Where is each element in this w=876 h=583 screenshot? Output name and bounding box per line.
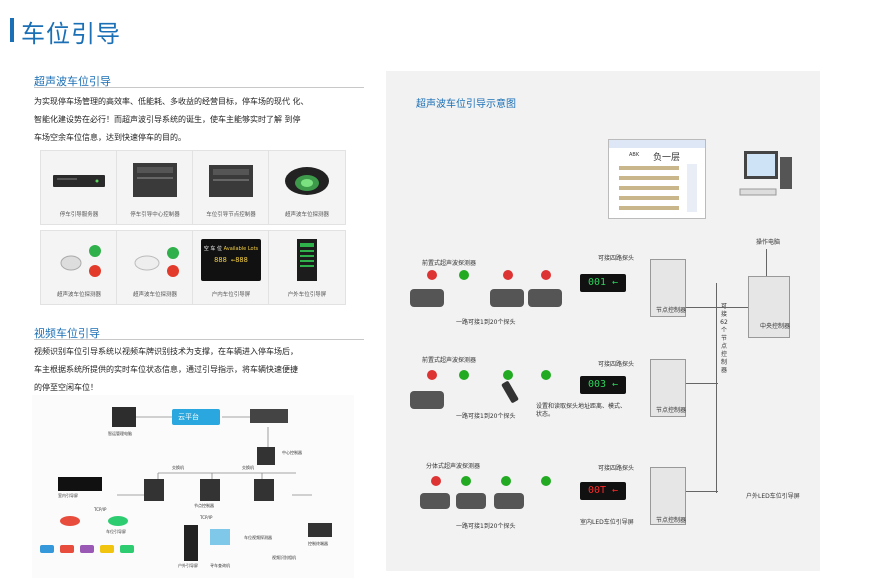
space-count-led: 001 ← [580,274,626,292]
product-grid: 停车引导服务器 停车引导中心控制器 车位引导节点控制器 超声波车位探测器 超声波… [40,150,346,306]
cloud-platform-label: 云平台 [178,413,199,421]
product-card[interactable]: 停车引导中心控制器 [116,150,194,225]
node-controller-box [650,359,686,417]
diagram-label: 交换机 [172,465,184,470]
diagram-label: 视频识别相机 [272,555,296,560]
detector-icon [277,159,337,201]
ultrasonic-divider [34,87,364,88]
diagram-label: TCP/IP [94,507,107,512]
node-controller-label: 节点控制器 [656,307,687,314]
monitor-header: ABK [629,152,640,158]
title-accent-bar [10,18,14,42]
line-capacity-label: 一路可接1到20个探头 [456,523,516,530]
detector-indicator-icon [49,239,109,281]
product-card[interactable]: 停车引导服务器 [40,150,118,225]
product-label: 户外车位引导屏 [287,292,327,298]
probe-label: 可接四路探头 [598,255,635,262]
monitor-screen: ABK 负一层 [608,139,706,219]
monitor-floor: 负一层 [653,153,681,163]
product-card[interactable]: 空 车 位 Available Lots 888 ←888 户内车位引导屏 [192,230,270,305]
detector-label: 分体式超声波探测器 [426,463,481,470]
diagram-label: 寻车查询机 [210,563,230,568]
schematic-title: 超声波车位引导示意图 [416,99,516,110]
row1-cars-detectors [410,270,562,307]
diagram-label: 节点控制器 [194,503,214,508]
node-controller-box [650,467,686,525]
product-card[interactable]: 超声波车位探测器 [268,150,346,225]
node-controller-label: 节点控制器 [656,407,687,414]
product-label: 停车引导服务器 [59,212,99,218]
space-count-led: 003 ← [580,376,626,394]
probe-label: 可接四路探头 [598,465,635,472]
node-controller-box [650,259,686,317]
product-card[interactable]: 车位引导节点控制器 [192,150,270,225]
product-label: 户内车位引导屏 [211,292,251,298]
server-icon [49,159,109,201]
diagram-label: 智运管理电脑 [108,431,132,436]
product-label: 超声波车位探测器 [132,292,177,298]
remote-config-note: 设置和读取探头地址距离、模式、状态。 [536,403,627,418]
product-label: 车位引导节点控制器 [206,212,256,218]
detector-label: 前置式超声波探测器 [422,357,477,364]
diagram-label: 控制终端器 [308,541,328,546]
operator-pc-icon [739,151,792,196]
outdoor-screen-icon [277,239,337,281]
ultrasonic-schematic-panel: 超声波车位引导示意图 ABK 负一层 操作电脑 中央控制器 可接62个节点控制器… [386,71,820,571]
ultrasonic-paragraph: 为实现停车场管理的高效率、低能耗、多收益的经营目标，停车场的现代 化、 智能化建… [34,97,309,142]
indoor-screen-icon: 空 车 位 Available Lots 888 ←888 [201,239,261,281]
product-card[interactable]: 超声波车位探测器 [116,230,194,305]
node-controller-label: 节点控制器 [656,517,687,524]
diagram-label: 室内引导屏 [58,493,78,498]
central-controller-label: 中央控制器 [760,323,791,330]
space-count-led: 00T ← [580,482,626,500]
video-heading: 视频车位引导 [34,327,100,340]
node-controller-icon [201,159,261,201]
row3-cars-detectors [420,476,551,509]
diagram-label: TCP/IP [200,515,213,520]
line-capacity-label: 一路可接1到20个探头 [456,413,516,420]
central-controller-icon [125,159,185,201]
row2-cars-detectors [410,370,551,409]
pc-label: 操作电脑 [756,239,781,246]
ultrasonic-heading: 超声波车位引导 [34,75,111,88]
product-label: 超声波车位探测器 [56,292,101,298]
product-card[interactable]: 超声波车位探测器 [40,230,118,305]
central-controller-box [748,276,790,338]
diagram-label: 交换机 [242,465,254,470]
line-capacity-label: 一路可接1到20个探头 [456,319,516,326]
detector-label: 前置式超声波探测器 [422,260,477,267]
outdoor-led-label: 户外LED车位引导屏 [746,493,800,500]
detector-indicator-icon [125,239,185,281]
diagram-label: 车位视频探测器 [244,535,272,540]
video-system-diagram: 云平台 智运管理电脑 中心控制器 交换机 交换机 节点控制器 TCP/IP TC… [32,395,354,578]
product-card[interactable]: 户外车位引导屏 [268,230,346,305]
product-label: 超声波车位探测器 [284,212,329,218]
probe-label: 可接四路探头 [598,361,635,368]
node-capacity-label: 可接62个节点控制器 [720,303,728,374]
page-title: 车位引导 [21,20,121,48]
video-paragraph: 视频识别车位引导系统以视频车牌识别技术为支撑，在车辆进入停车场后， 车主根据系统… [34,347,298,392]
product-label: 停车引导中心控制器 [130,212,180,218]
diagram-label: 车位引导屏 [106,529,126,534]
video-divider [34,339,364,340]
indoor-led-label: 室内LED车位引导屏 [580,519,634,526]
diagram-label: 中心控制器 [282,450,302,455]
diagram-label: 户外引导屏 [178,563,198,568]
